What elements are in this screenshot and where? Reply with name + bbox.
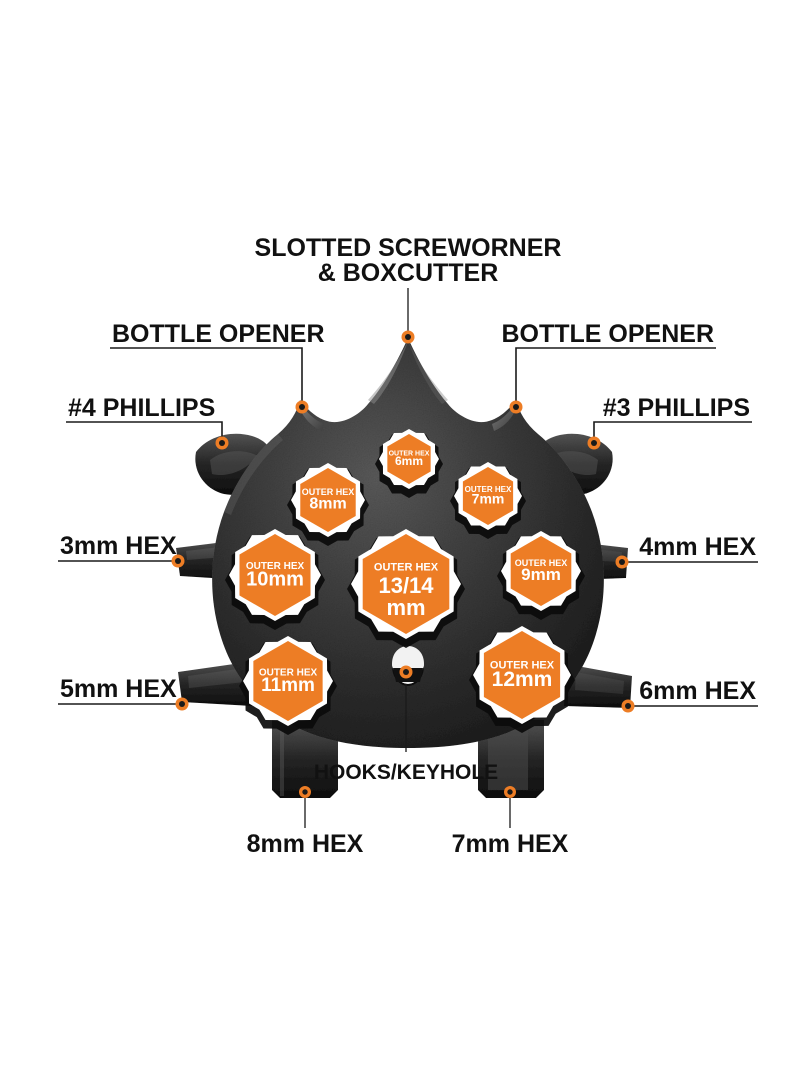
anchor-dot-hex-5mm [175,697,189,711]
badge-6mm-hexagon [387,434,431,484]
badge-8mm-hexagon [300,468,356,532]
badge-6mm-caption: OUTER HEX [389,450,430,457]
anchor-dot-hex-6mm-side [621,699,635,713]
title-line-2: & BOXCUTTER [318,259,499,287]
bottom-leg-right [478,720,544,798]
label-bottle-opener-left: BOTTLE OPENER [112,320,325,348]
label-phillips-4: #4 PHILLIPS [68,394,215,422]
anchor-dot-hooks-keyhole [399,665,413,679]
title-line-1: SLOTTED SCREWORNER [255,234,562,262]
badge-13-14mm-value: 13/14 [378,573,434,598]
badge-12mm-value: 12mm [492,668,553,691]
badge-7mm-value: 7mm [472,490,505,506]
anchor-dot-phillips-4 [215,436,229,450]
badge-9mm-hexagon [510,536,572,606]
anchor-dot-bottle-opener-right [509,400,523,414]
badge-12mm-hexagon [483,631,561,719]
callout-leaders [58,288,758,828]
badge-11mm-hexagon [253,641,323,721]
tool-tip-highlight [368,341,408,404]
badge-12mm-caption: OUTER HEX [490,660,555,672]
label-hex-8mm-bottom: 8mm HEX [247,830,364,858]
leader-phillips-3 [593,421,752,443]
leader-bottle-opener-right [515,347,716,406]
label-bottle-opener-right: BOTTLE OPENER [501,320,714,348]
body-rim-highlight [224,434,283,515]
leader-phillips-4 [66,421,223,443]
anchor-dot-hex-4mm [615,555,629,569]
anchor-dot-bottle-opener-left [295,400,309,414]
bottom-leg-left [272,720,338,798]
badge-7mm-caption: OUTER HEX [465,485,512,494]
badge-10mm-caption: OUTER HEX [246,561,305,572]
anchor-dot-phillips-3 [587,436,601,450]
badge-8mm-caption: OUTER HEX [302,487,355,497]
label-hex-3mm: 3mm HEX [60,532,177,560]
label-hex-6mm-side: 6mm HEX [639,677,756,705]
badge-13-14mm-hexagon [362,534,450,634]
label-hex-5mm: 5mm HEX [60,675,177,703]
tool-tip-highlight-right [408,341,448,404]
badge-10mm-value: 10mm [246,568,304,590]
badge-8mm-value: 8mm [309,495,346,512]
anchor-dot-hex-3mm [171,554,185,568]
label-hex-4mm: 4mm HEX [639,533,756,561]
callout-anchor-dots [171,330,635,798]
badge-9mm-value: 9mm [521,565,561,584]
anchor-dot-hex-8mm-bottom [299,786,311,798]
anchor-dot-hex-7mm-bottom [504,786,516,798]
label-hooks-keyhole: HOOKS/KEYHOLE [314,761,498,784]
label-phillips-3: #3 PHILLIPS [603,394,750,422]
badge-6mm-value: 6mm [395,454,423,468]
badge-13-14mm-caption: OUTER HEX [374,561,439,573]
side-prong-right-lower [564,664,632,708]
badge-7mm-hexagon [462,467,514,525]
callout-labels: SLOTTED SCREWORNER & BOXCUTTER BOTTLE OP… [60,234,756,858]
leader-bottle-opener-left [110,347,303,406]
badge-9mm-caption: OUTER HEX [515,558,568,568]
badge-10mm-hexagon [239,534,311,616]
badge-13-14mm-value-2: mm [386,595,425,620]
badge-11mm-caption: OUTER HEX [259,667,318,678]
label-hex-7mm-bottom: 7mm HEX [452,830,569,858]
anchor-dot-boxcutter [401,330,415,344]
badge-11mm-value: 11mm [261,675,315,696]
side-prong-left-lower [178,662,252,706]
